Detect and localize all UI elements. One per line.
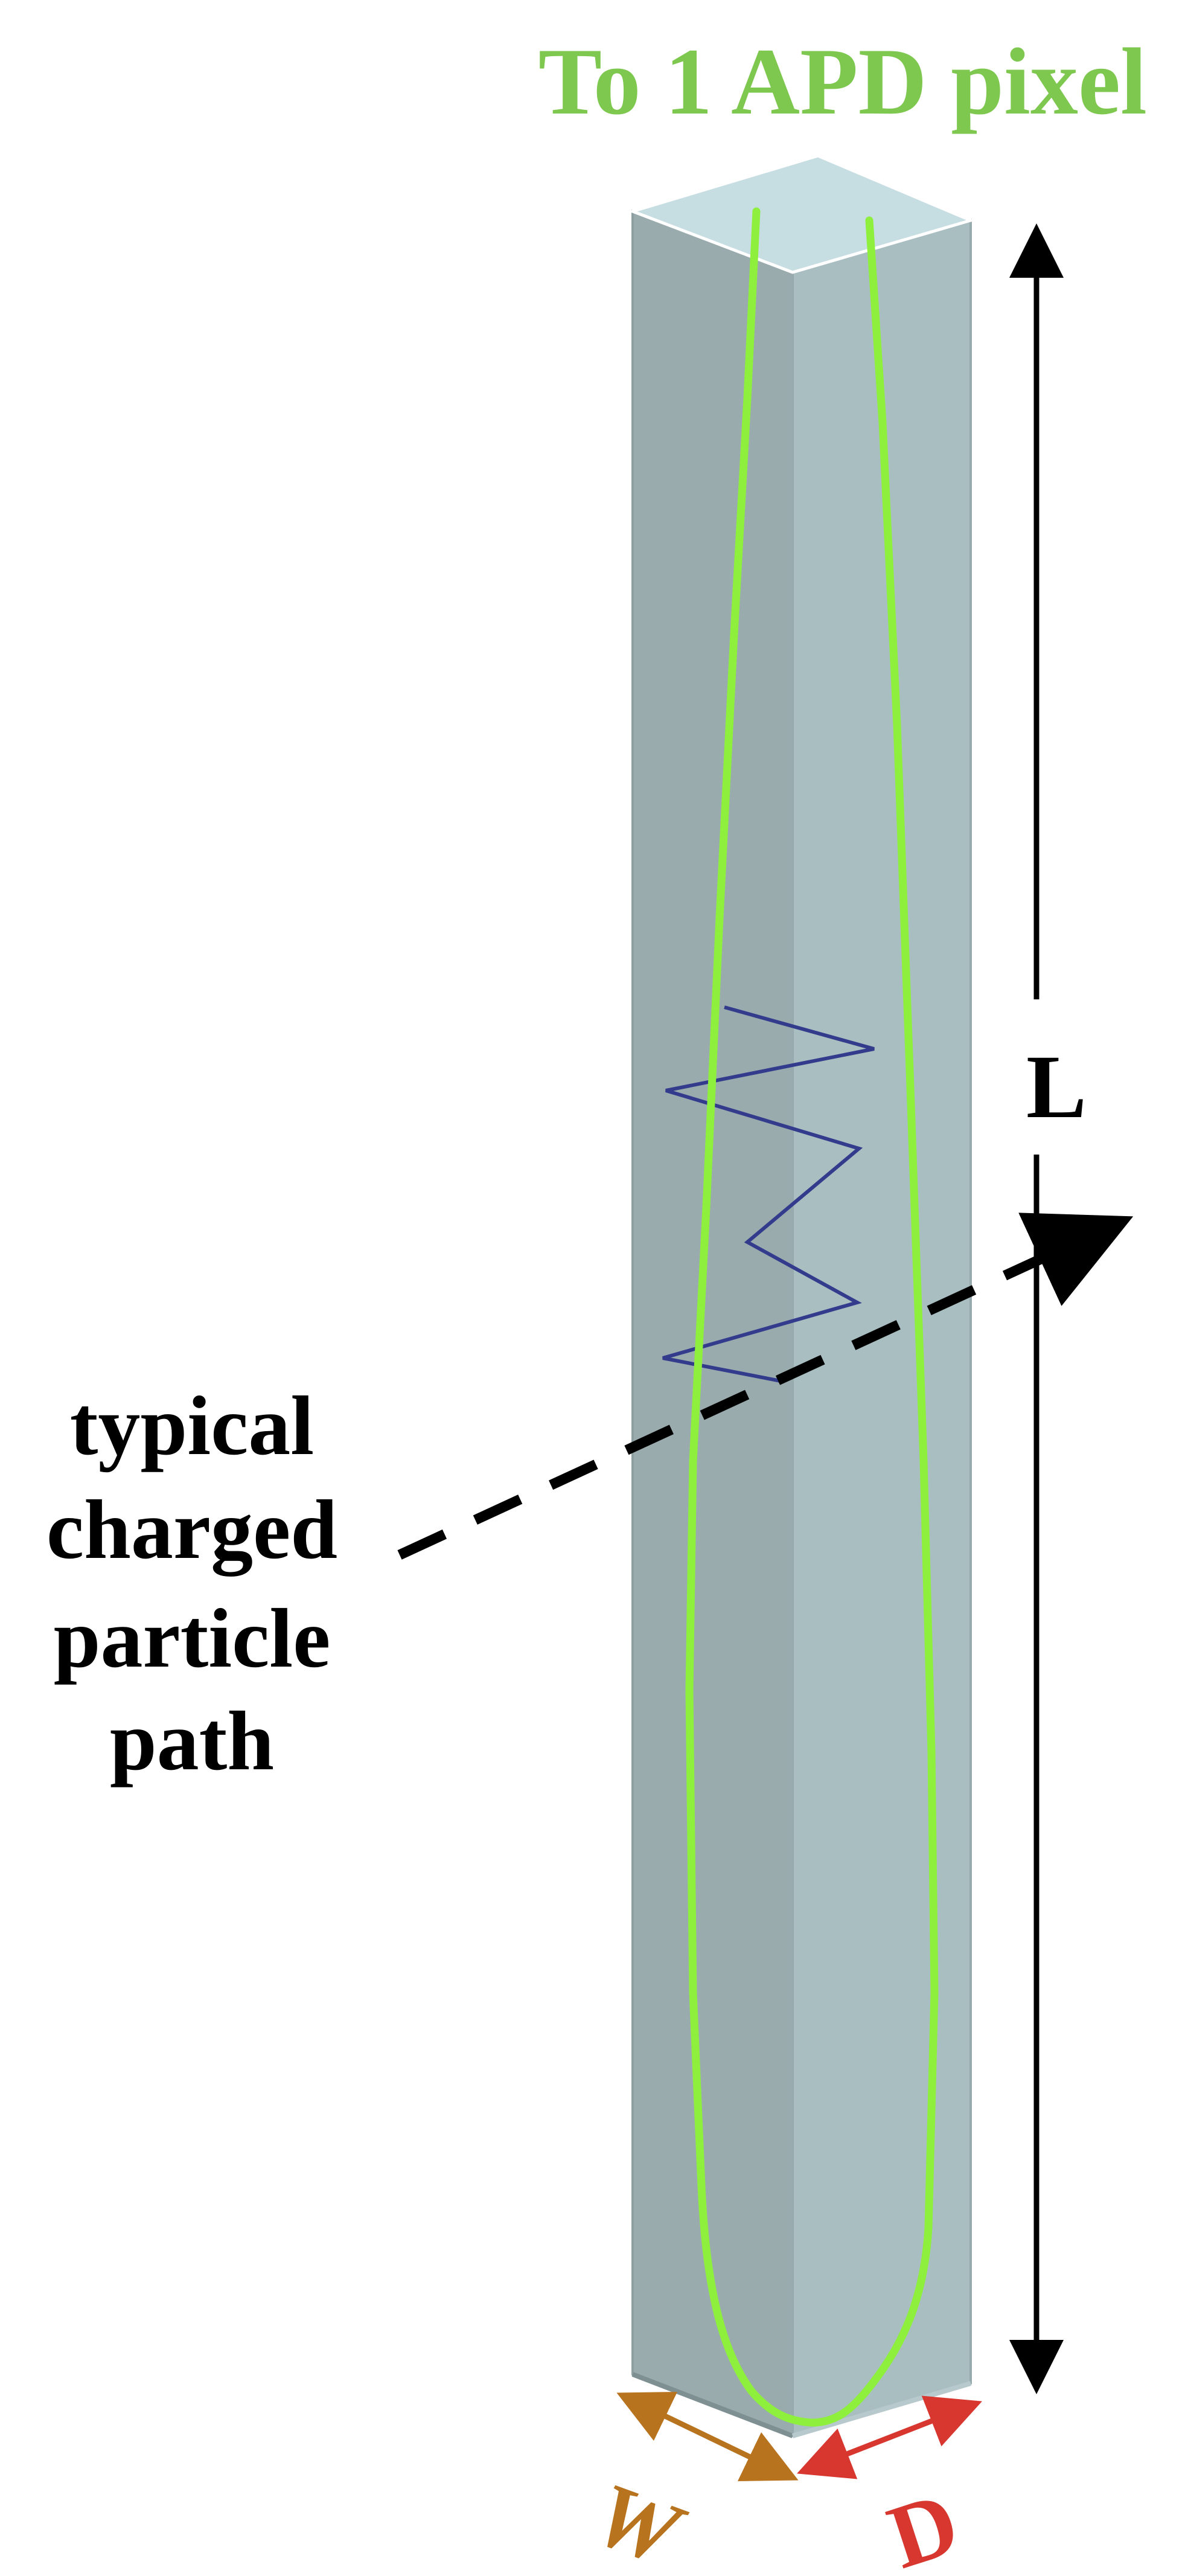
charged-particle-path (397, 1213, 1134, 1560)
particle-label-line-3: particle (54, 1592, 331, 1685)
depth-dimension: D (797, 2395, 982, 2576)
crystal-left-face (631, 210, 794, 2438)
width-dimension: W (582, 2391, 799, 2576)
particle-label-line-2: charged (46, 1483, 337, 1577)
width-arrow (616, 2391, 799, 2482)
depth-arrow (797, 2395, 982, 2479)
diagram-title: To 1 APD pixel (538, 29, 1147, 135)
crystal-top-face (628, 154, 976, 274)
width-label: W (582, 2463, 697, 2576)
depth-label: D (877, 2472, 970, 2576)
particle-label: typical charged particle path (46, 1379, 337, 1788)
particle-label-line-4: path (110, 1694, 274, 1788)
crystal-bar (628, 154, 976, 2438)
particle-label-line-1: typical (70, 1379, 314, 1473)
length-label: L (1026, 1037, 1087, 1137)
length-dimension: L (1009, 223, 1087, 2394)
